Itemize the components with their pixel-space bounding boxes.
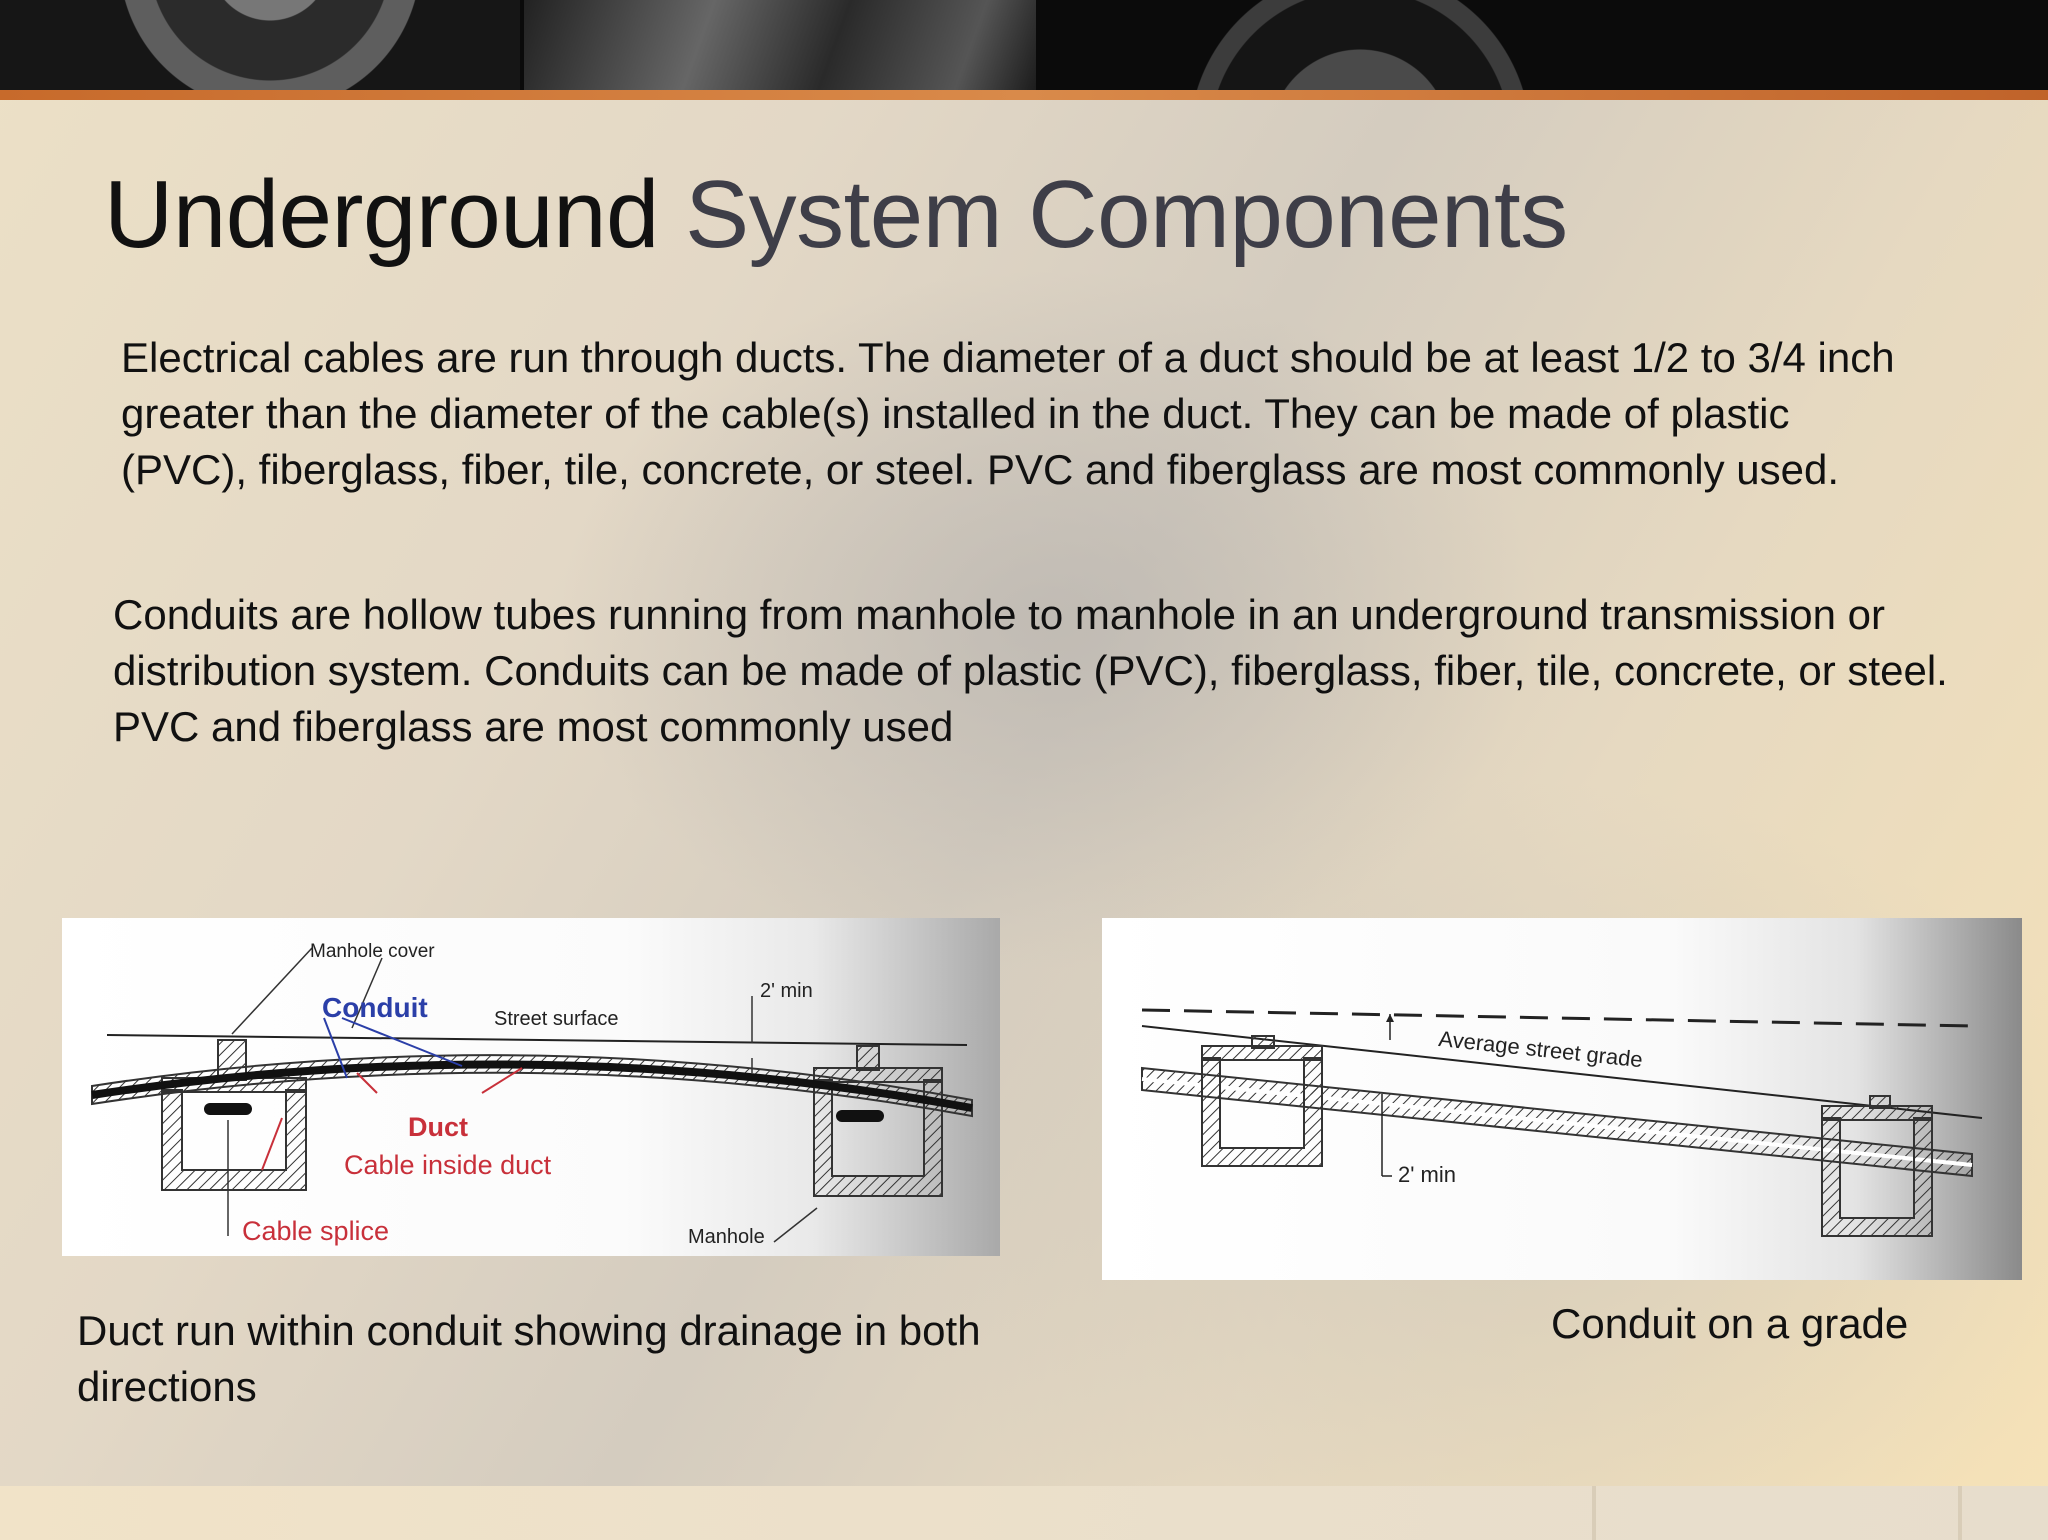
average-grade-line [1141, 1008, 1973, 1028]
left-cable-splice [204, 1103, 252, 1115]
banner-wheel-image-2 [1040, 0, 2048, 92]
street-grade-line [1141, 1025, 1983, 1119]
banner-divider [1036, 0, 1040, 92]
footer-divider [1958, 1486, 1962, 1540]
duct-run-diagram: Manhole cover Conduit Street surface 2' … [62, 918, 1000, 1256]
duct-run-caption: Duct run within conduit showing drainage… [77, 1307, 981, 1410]
conduits-paragraph-line-1: Conduits are hollow tubes running from m… [113, 591, 1948, 694]
right-cable-splice [836, 1110, 884, 1122]
banner-divider [520, 0, 524, 92]
right-manhole-neck [856, 1045, 880, 1071]
banner-cable-image [524, 0, 1036, 92]
label-conduit: Conduit [322, 992, 428, 1023]
header-banner-image [0, 0, 2048, 92]
title-part-1: Underground [104, 161, 659, 268]
label-street-surface: Street surface [494, 1008, 619, 1030]
street-surface-line [106, 1034, 968, 1046]
conduit-grade-diagram: Average street grade 2' min [1102, 918, 2022, 1280]
duct-run-drawing [91, 947, 973, 1243]
conduits-paragraph-line-2: PVC and fiberglass are most commonly use… [113, 703, 954, 750]
banner-wheel-image-1 [0, 0, 520, 92]
conduit-grade-caption: Conduit on a grade [1551, 1300, 1909, 1347]
label-2-min: 2' min [760, 980, 813, 1002]
footer-strip [0, 1486, 2048, 1540]
label-cable-splice: Cable splice [242, 1216, 390, 1246]
conduits-paragraph: Conduits are hollow tubes running from m… [113, 587, 1953, 755]
conduit-grade-drawing [1141, 1008, 1983, 1237]
accent-bar [0, 90, 2048, 100]
label-2-min: 2' min [1398, 1162, 1456, 1187]
slide-title: Underground System Components [104, 160, 1568, 270]
label-manhole: Manhole [688, 1226, 765, 1248]
cable-in-duct [91, 1060, 973, 1112]
upper-manhole [1201, 1057, 1323, 1167]
ducts-paragraph: Electrical cables are run through ducts.… [121, 334, 1895, 493]
title-part-2: System Components [685, 161, 1568, 268]
footer-divider [1592, 1486, 1596, 1540]
label-cable-inside-duct: Cable inside duct [344, 1150, 552, 1180]
label-manhole-cover: Manhole cover [310, 941, 435, 962]
label-duct: Duct [408, 1112, 468, 1142]
lower-manhole [1821, 1117, 1933, 1237]
